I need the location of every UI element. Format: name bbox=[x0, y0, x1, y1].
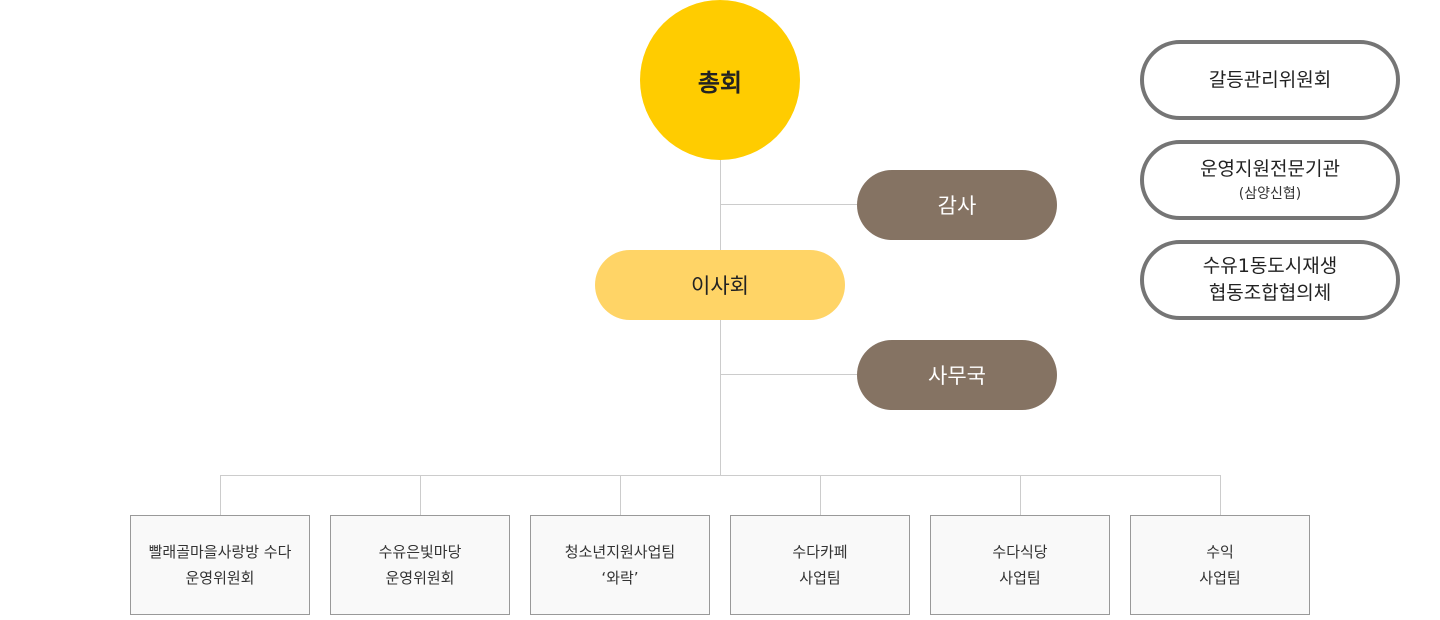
connector-secretariat bbox=[720, 374, 857, 375]
connector-team-drop bbox=[1220, 475, 1221, 515]
audit-label: 감사 bbox=[937, 194, 977, 218]
team-label: 사업팀 bbox=[1199, 569, 1241, 587]
team-label: 수유은빛마당 bbox=[378, 543, 462, 561]
connector-team-drop bbox=[620, 475, 621, 515]
team-label: 빨래골마을사랑방 수다 bbox=[148, 543, 292, 561]
connector-audit bbox=[720, 204, 857, 205]
connector-team-drop bbox=[420, 475, 421, 515]
connector-team-drop bbox=[820, 475, 821, 515]
team-label: ‘와락’ bbox=[601, 569, 639, 587]
team-label: 운영위원회 bbox=[385, 569, 455, 587]
secretariat-node: 사무국 bbox=[857, 340, 1057, 410]
side-committee-sublabel: (삼양신협) bbox=[1238, 185, 1302, 202]
side-committee-label: 갈등관리위원회 bbox=[1208, 68, 1332, 91]
team-label: 사업팀 bbox=[999, 569, 1041, 587]
side-committee-label: 협동조합협의체 bbox=[1208, 282, 1332, 304]
side-committee-label: 운영지원전문기관 bbox=[1200, 157, 1340, 180]
secretariat-label: 사무국 bbox=[928, 364, 986, 388]
side-committee-support-agency: 운영지원전문기관 (삼양신협) bbox=[1140, 140, 1400, 220]
team-box: 청소년지원사업팀 ‘와락’ bbox=[530, 515, 710, 615]
team-label: 수다카페 bbox=[792, 543, 848, 561]
general-assembly-node: 총회 bbox=[640, 0, 800, 160]
connector-team-drop bbox=[1020, 475, 1021, 515]
team-label: 운영위원회 bbox=[185, 569, 255, 587]
side-committee-conflict: 갈등관리위원회 bbox=[1140, 40, 1400, 120]
side-committee-council: 수유1동도시재생 협동조합협의체 bbox=[1140, 240, 1400, 320]
team-label: 사업팀 bbox=[799, 569, 841, 587]
team-label: 수다식당 bbox=[992, 543, 1048, 561]
connector-teams-bar bbox=[220, 475, 1221, 476]
general-assembly-label: 총회 bbox=[697, 68, 743, 97]
team-box: 수유은빛마당 운영위원회 bbox=[330, 515, 510, 615]
team-box: 수다식당 사업팀 bbox=[930, 515, 1110, 615]
team-box: 수익 사업팀 bbox=[1130, 515, 1310, 615]
team-label: 수익 bbox=[1206, 543, 1234, 561]
board-label: 이사회 bbox=[691, 274, 749, 298]
side-committee-label: 수유1동도시재생 bbox=[1202, 255, 1338, 277]
board-node: 이사회 bbox=[595, 250, 845, 320]
audit-node: 감사 bbox=[857, 170, 1057, 240]
team-label: 청소년지원사업팀 bbox=[564, 543, 676, 561]
team-box: 빨래골마을사랑방 수다 운영위원회 bbox=[130, 515, 310, 615]
team-box: 수다카페 사업팀 bbox=[730, 515, 910, 615]
connector-team-drop bbox=[220, 475, 221, 515]
